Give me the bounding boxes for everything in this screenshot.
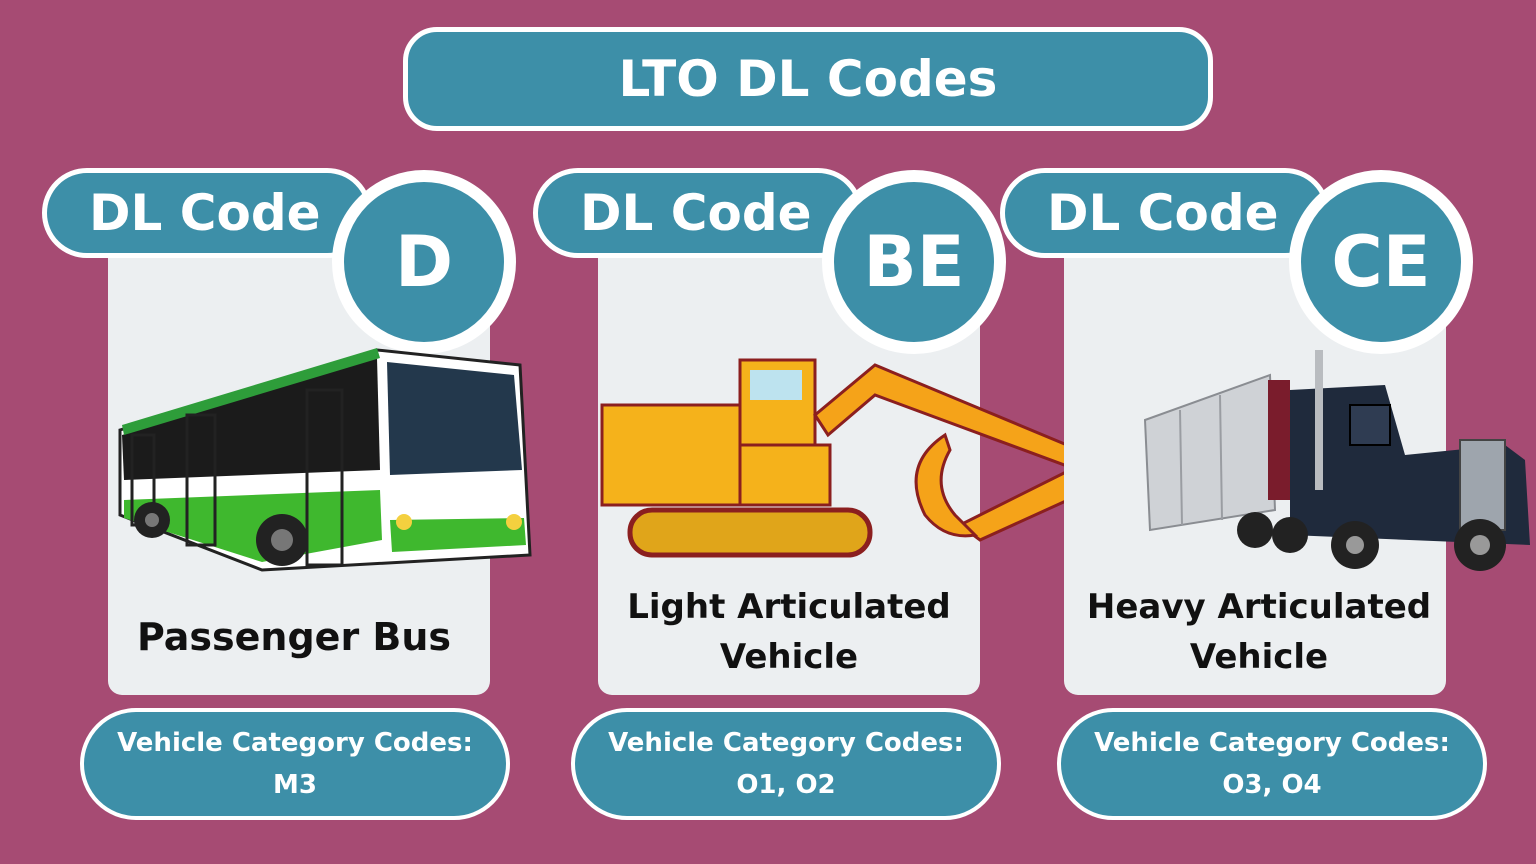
vehicle-caption-line: Passenger Bus — [136, 615, 452, 659]
vehicle-category-label: Vehicle Category Codes: — [1094, 728, 1450, 758]
vehicle-category-pill: Vehicle Category Codes: O1, O2 — [571, 708, 1001, 820]
dl-code-badge: D — [332, 170, 516, 354]
vehicle-category-label: Vehicle Category Codes: — [608, 728, 964, 758]
vehicle-caption: Passenger Bus — [108, 612, 480, 662]
vehicle-caption-line: Vehicle — [1189, 637, 1329, 677]
vehicle-caption: Heavy Articulated Vehicle — [1064, 582, 1454, 682]
dl-code-label: DL Code — [533, 168, 863, 258]
dl-code-label: DL Code — [42, 168, 372, 258]
excavator-icon — [600, 358, 1118, 558]
vehicle-category-codes: M3 — [273, 770, 317, 800]
dl-code-badge: CE — [1289, 170, 1473, 354]
vehicle-category-codes: O1, O2 — [736, 770, 836, 800]
vehicle-category-label: Vehicle Category Codes: — [117, 728, 473, 758]
vehicle-category-codes: O3, O4 — [1222, 770, 1322, 800]
vehicle-caption-line: Vehicle — [719, 637, 859, 677]
page-title: LTO DL Codes — [403, 27, 1213, 131]
vehicle-caption: Light Articulated Vehicle — [598, 582, 980, 682]
vehicle-category-pill: Vehicle Category Codes: O3, O4 — [1057, 708, 1487, 820]
dl-code-badge: BE — [822, 170, 1006, 354]
dl-code-label: DL Code — [1000, 168, 1330, 258]
vehicle-category-pill: Vehicle Category Codes: M3 — [80, 708, 510, 820]
semi-truck-icon — [1143, 350, 1530, 571]
vehicle-caption-line: Light Articulated — [627, 587, 951, 627]
vehicle-caption-line: Heavy Articulated — [1086, 587, 1432, 627]
bus-icon — [118, 348, 532, 572]
